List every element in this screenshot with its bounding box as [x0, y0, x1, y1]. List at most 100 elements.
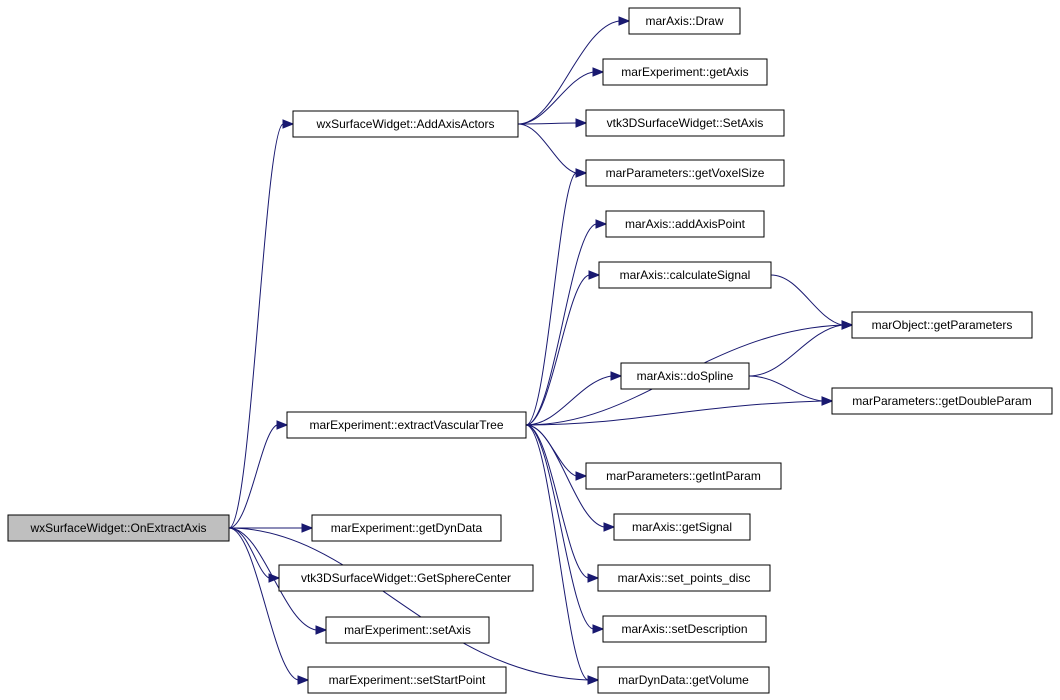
node-getspherecenter[interactable]: vtk3DSurfaceWidget::GetSphereCenter: [278, 564, 534, 592]
node-label: marExperiment::setAxis: [344, 623, 471, 637]
node-box: [602, 615, 767, 643]
node-label: wxSurfaceWidget::AddAxisActors: [315, 117, 494, 131]
edge-addaxisactors-to-getaxis: [517, 71, 594, 125]
edge-extractvasc-to-setdescription: [525, 424, 594, 630]
edge-extractvasc-to-dospline: [525, 375, 612, 426]
node-box: [851, 311, 1033, 339]
nodes-layer: wxSurfaceWidget::OnExtractAxis wxSurfaceW…: [7, 7, 1053, 694]
node-label: vtk3DSurfaceWidget::GetSphereCenter: [301, 571, 511, 585]
arrowhead-extractvasc-to-setdescription: [592, 624, 605, 634]
node-label: marParameters::getVoxelSize: [606, 166, 765, 180]
node-box: [831, 387, 1053, 415]
edge-onextract-to-setaxis: [228, 527, 317, 631]
arrowhead-extractvasc-to-addaxispoint: [595, 219, 608, 229]
node-setpointsdisc[interactable]: marAxis::set_points_disc: [597, 564, 771, 592]
node-box: [585, 462, 782, 490]
edge-extractvasc-to-calcsignal: [525, 274, 590, 426]
node-box: [585, 159, 785, 187]
node-label: marDynData::getVolume: [618, 673, 749, 687]
node-getdoubleparam[interactable]: marParameters::getDoubleParam: [831, 387, 1053, 415]
node-box: [613, 513, 751, 541]
edge-onextract-to-extractvasc: [228, 424, 278, 529]
edge-addaxisactors-to-vtksetaxis: [517, 122, 577, 125]
node-box: [628, 7, 741, 35]
edge-extractvasc-to-setpointsdisc: [525, 424, 589, 579]
arrowhead-extractvasc-to-setpointsdisc: [587, 573, 600, 583]
arrowhead-onextract-to-extractvasc: [276, 420, 289, 430]
arrowhead-extractvasc-to-getintparam: [575, 471, 588, 481]
arrowhead-onextract-to-addaxisactors: [282, 119, 295, 129]
node-box: [278, 564, 534, 592]
edge-onextract-to-setstartpoint: [228, 527, 299, 681]
node-box: [307, 666, 507, 694]
node-box: [325, 616, 490, 644]
edge-dospline-to-getparameters: [748, 324, 843, 377]
node-label: marAxis::set_points_disc: [618, 571, 751, 585]
arrowhead-onextract-to-getspherecenter: [268, 573, 281, 583]
edge-extractvasc-to-getsignal: [525, 424, 605, 528]
node-box: [311, 514, 502, 542]
node-label: marAxis::addAxisPoint: [625, 217, 746, 231]
edges-layer: [228, 16, 854, 685]
node-setdescription[interactable]: marAxis::setDescription: [602, 615, 767, 643]
node-calcsignal[interactable]: marAxis::calculateSignal: [598, 261, 772, 289]
node-label: marAxis::doSpline: [637, 369, 734, 383]
node-box: [597, 564, 771, 592]
arrowhead-extractvasc-to-getsignal: [603, 522, 616, 532]
node-getaxis[interactable]: marExperiment::getAxis: [602, 58, 768, 86]
arrowhead-extractvasc-to-getvolume: [587, 675, 600, 685]
node-getdyndata[interactable]: marExperiment::getDynData: [311, 514, 502, 542]
node-setaxis[interactable]: marExperiment::setAxis: [325, 616, 490, 644]
node-getvolume[interactable]: marDynData::getVolume: [597, 666, 770, 694]
node-label: vtk3DSurfaceWidget::SetAxis: [607, 116, 764, 130]
arrowhead-dospline-to-getparameters: [841, 320, 854, 330]
node-box: [605, 210, 765, 238]
edge-onextract-to-addaxisactors: [228, 123, 284, 529]
edge-extractvasc-to-addaxispoint: [525, 223, 597, 426]
node-box: [602, 58, 768, 86]
edge-addaxisactors-to-getvoxelsize: [517, 123, 577, 174]
node-label: marExperiment::setStartPoint: [329, 673, 486, 687]
node-extractvasc[interactable]: marExperiment::extractVascularTree: [286, 411, 527, 439]
node-box: [286, 411, 527, 439]
arrowhead-onextract-to-setaxis: [315, 625, 328, 635]
arrowhead-extractvasc-to-getvoxelsize: [575, 168, 588, 178]
node-getparameters[interactable]: marObject::getParameters: [851, 311, 1033, 339]
node-addaxisactors[interactable]: wxSurfaceWidget::AddAxisActors: [292, 110, 519, 138]
node-label: marAxis::setDescription: [621, 622, 747, 636]
edge-addaxisactors-to-draw: [517, 20, 620, 125]
node-box: [292, 110, 519, 138]
node-onextract[interactable]: wxSurfaceWidget::OnExtractAxis: [7, 514, 230, 542]
node-box: [620, 362, 750, 390]
node-label: wxSurfaceWidget::OnExtractAxis: [29, 521, 206, 535]
node-label: marObject::getParameters: [872, 318, 1013, 332]
node-label: marAxis::calculateSignal: [620, 268, 751, 282]
node-label: marAxis::getSignal: [632, 520, 732, 534]
arrowhead-addaxisactors-to-vtksetaxis: [575, 118, 588, 128]
edge-extractvasc-to-getvoxelsize: [525, 172, 577, 426]
arrowhead-onextract-to-getdyndata: [301, 523, 314, 533]
node-label: marAxis::Draw: [645, 14, 723, 28]
arrowhead-onextract-to-setstartpoint: [297, 675, 310, 685]
node-draw[interactable]: marAxis::Draw: [628, 7, 741, 35]
node-label: marExperiment::extractVascularTree: [309, 418, 503, 432]
node-setstartpoint[interactable]: marExperiment::setStartPoint: [307, 666, 507, 694]
node-addaxispoint[interactable]: marAxis::addAxisPoint: [605, 210, 765, 238]
edge-calcsignal-to-getparameters: [770, 274, 843, 326]
node-getintparam[interactable]: marParameters::getIntParam: [585, 462, 782, 490]
node-box: [585, 109, 785, 137]
node-label: marExperiment::getDynData: [331, 521, 483, 535]
node-dospline[interactable]: marAxis::doSpline: [620, 362, 750, 390]
edge-extractvasc-to-getvolume: [525, 424, 589, 681]
node-vtksetaxis[interactable]: vtk3DSurfaceWidget::SetAxis: [585, 109, 785, 137]
node-getsignal[interactable]: marAxis::getSignal: [613, 513, 751, 541]
edge-dospline-to-getdoubleparam: [748, 375, 823, 402]
arrowhead-addaxisactors-to-getaxis: [592, 67, 605, 77]
node-getvoxelsize[interactable]: marParameters::getVoxelSize: [585, 159, 785, 187]
node-box: [597, 666, 770, 694]
node-box: [598, 261, 772, 289]
arrowhead-addaxisactors-to-draw: [618, 16, 631, 26]
arrowhead-extractvasc-to-calcsignal: [588, 270, 601, 280]
node-label: marParameters::getDoubleParam: [852, 394, 1031, 408]
